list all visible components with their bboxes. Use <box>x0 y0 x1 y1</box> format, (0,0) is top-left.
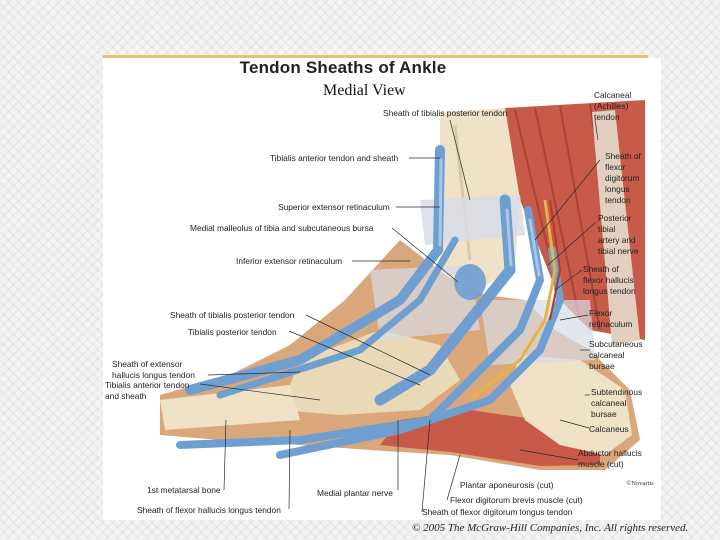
label-tibialis-anterior-sheath: Tibialis anterior tendon and sheath <box>270 153 399 163</box>
label-fdb-muscle: Flexor digitorum brevis muscle (cut) <box>450 495 583 505</box>
label-posterior-tibial-4: tibial nerve <box>598 246 639 256</box>
label-sheath-fdl-1: Sheath of <box>605 151 641 161</box>
label-flexor-retinaculum-2: retinaculum <box>589 319 633 329</box>
label-posterior-tibial-2: tibial <box>598 224 616 234</box>
label-sheath-fhl-3: longus tendon <box>583 286 636 296</box>
label-inferior-extensor-retinaculum: Inferior extensor retinaculum <box>236 256 343 266</box>
label-sheath-ehl-1: Sheath of extensor <box>112 359 183 369</box>
accent-bar <box>103 55 648 58</box>
label-abductor-2: muscle (cut) <box>578 459 624 469</box>
label-calcaneus: Calcaneus <box>589 424 629 434</box>
posterior-tibial-artery <box>469 199 557 402</box>
label-subcutaneous-1: Subcutaneous <box>589 339 643 349</box>
label-posterior-tibial-3: artery and <box>598 235 636 245</box>
label-abductor-1: Abductor hallucis <box>578 448 642 458</box>
label-calcaneal-1: Calcaneal <box>594 90 632 100</box>
label-sheath-fdl-2: flexor <box>605 162 626 172</box>
label-sheath-fdl-bottom: Sheath of flexor digitorum longus tendon <box>422 507 573 517</box>
slide-title: Tendon Sheaths of Ankle <box>239 58 447 77</box>
label-sheath-fhl-bottom: Sheath of flexor hallucis longus tendon <box>137 505 281 515</box>
label-sheath-tibialis-posterior-top: Sheath of tibialis posterior tendon <box>383 108 508 118</box>
label-first-metatarsal: 1st metatarsal bone <box>147 485 221 495</box>
label-posterior-tibial-1: Posterior <box>598 213 632 223</box>
label-sheath-ehl-2: hallucis longus tendon <box>112 370 195 380</box>
label-medial-malleolus: Medial malleolus of tibia and subcutaneo… <box>190 223 374 233</box>
tarsal-bones <box>280 330 460 415</box>
label-sheath-fhl-1: Sheath of <box>583 264 619 274</box>
label-subcutaneous-2: calcaneal <box>589 350 625 360</box>
copyright-notice: © 2005 The McGraw-Hill Companies, Inc. A… <box>412 522 689 534</box>
label-superior-extensor-retinaculum: Superior extensor retinaculum <box>278 202 390 212</box>
label-calcaneal-3: tendon <box>594 112 620 122</box>
label-subtendinous-3: bursae <box>591 409 617 419</box>
label-sheath-fdl-5: tendon <box>605 195 631 205</box>
label-tibialis-anterior-1: Tibialis anterior tendon <box>105 380 190 390</box>
label-subtendinous-1: Subtendinous <box>591 387 643 397</box>
label-subtendinous-2: calcaneal <box>591 398 627 408</box>
label-sheath-fhl-2: flexor hallucis <box>583 275 634 285</box>
achilles-tendon <box>592 110 640 345</box>
label-medial-plantar-nerve: Medial plantar nerve <box>317 488 393 498</box>
slide-subtitle: Medial View <box>323 82 406 99</box>
novartis-credit: ©Novartis <box>626 480 654 487</box>
label-sheath-tibialis-posterior-mid: Sheath of tibialis posterior tendon <box>170 310 295 320</box>
label-subcutaneous-3: bursae <box>589 361 615 371</box>
label-tibialis-anterior-2: and sheath <box>105 391 147 401</box>
sheath-tibialis-anterior <box>185 145 445 395</box>
label-calcaneal-2: (Achilles) <box>594 101 629 111</box>
label-tibialis-posterior-tendon: Tibialis posterior tendon <box>188 327 277 337</box>
medial-malleolus <box>454 264 486 300</box>
calf-muscle-stripes <box>514 103 626 336</box>
sheath-fdl <box>176 206 545 449</box>
label-plantar-aponeurosis: Plantar aponeurosis (cut) <box>460 480 554 490</box>
label-sheath-fdl-3: digitorum <box>605 173 640 183</box>
calcaneus-bone <box>510 355 632 455</box>
metatarsal <box>160 385 300 430</box>
label-sheath-fdl-4: longus <box>605 184 630 194</box>
superior-retinaculum <box>420 195 525 245</box>
label-flexor-retinaculum-1: Flexor <box>589 308 613 318</box>
sheath-fhl <box>276 246 565 459</box>
